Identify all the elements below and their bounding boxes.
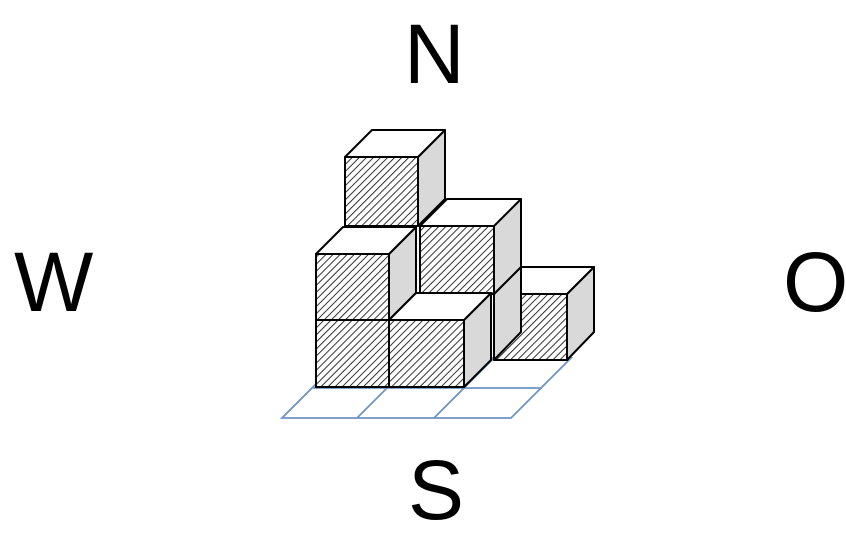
cube bbox=[315, 226, 417, 321]
cube bbox=[315, 319, 390, 388]
east-label: O bbox=[783, 235, 846, 329]
cube bbox=[388, 292, 492, 388]
cube bbox=[419, 198, 522, 295]
north-label: N bbox=[404, 7, 465, 101]
cube bbox=[344, 129, 446, 227]
west-label: W bbox=[14, 235, 94, 329]
south-label: S bbox=[408, 443, 465, 537]
